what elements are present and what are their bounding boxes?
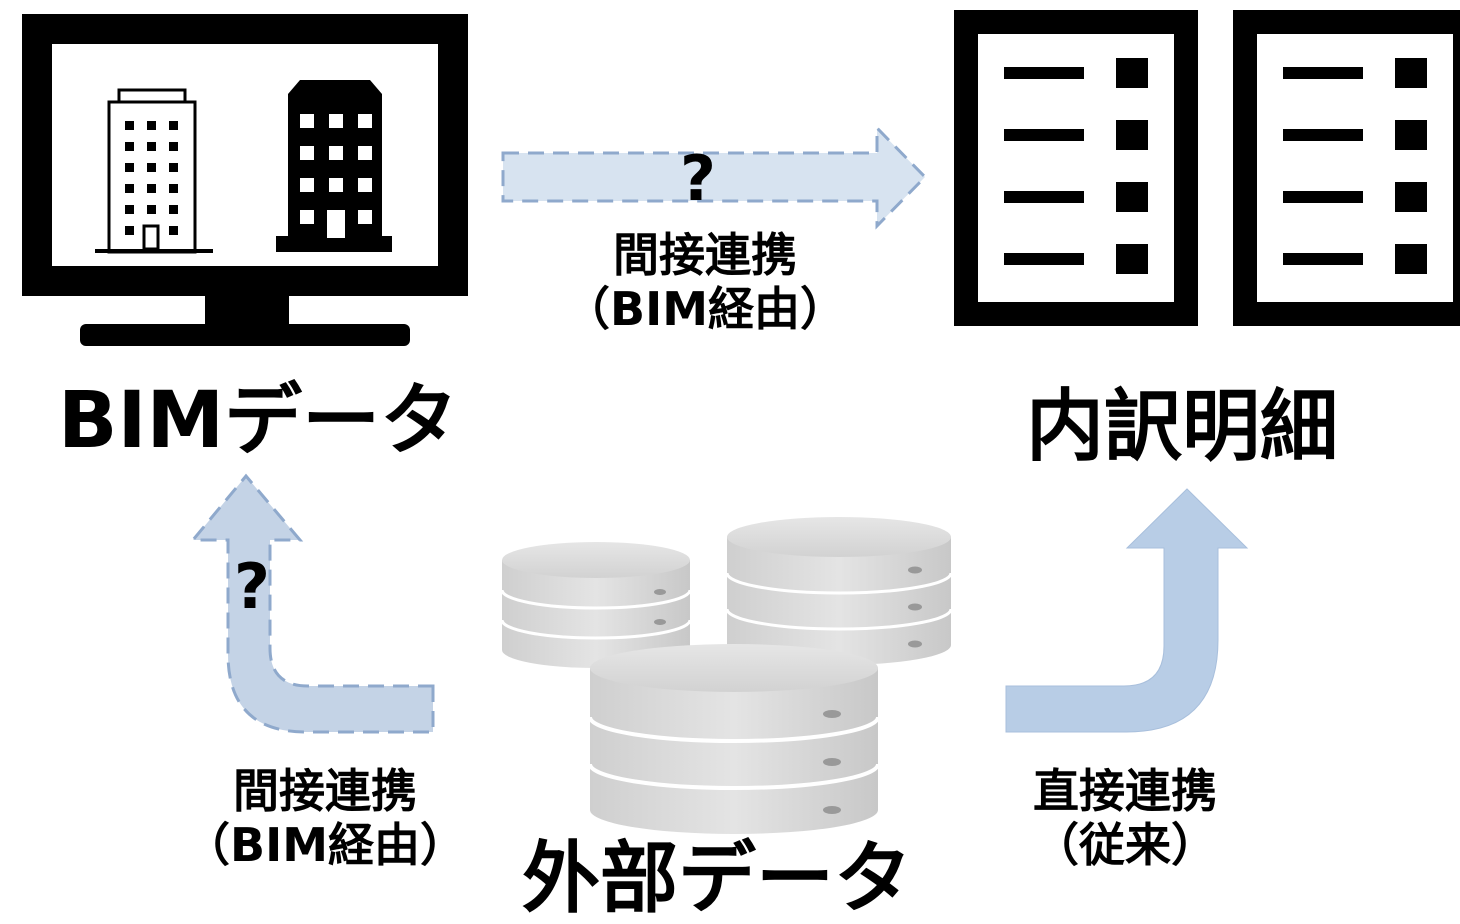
direct-link-label-line1: 直接連携: [1033, 764, 1217, 818]
indirect-arrow-left: [189, 473, 435, 734]
monitor-icon: [22, 14, 468, 346]
indirect-link-label-left-line2: （BIM経由）: [184, 818, 466, 873]
database-icon-medium: [725, 517, 953, 665]
breakdown-label: 内訳明細: [1026, 382, 1339, 472]
indirect-link-label-left-line1: 間接連携: [233, 764, 417, 818]
indirect-link-label-top-line1: 間接連携: [613, 228, 797, 282]
question-mark-top: ?: [680, 142, 716, 215]
document-list-icon-left: [954, 10, 1198, 326]
building-outline-icon: [95, 88, 213, 254]
database-icon-large: [588, 644, 880, 834]
indirect-link-label-top: 間接連携 （BIM経由）: [560, 228, 850, 337]
indirect-arrow-top: [501, 124, 928, 230]
building-filled-icon: [276, 80, 392, 252]
indirect-link-label-top-line2: （BIM経由）: [564, 282, 846, 337]
indirect-link-label-left: 間接連携 （BIM経由）: [180, 764, 470, 873]
document-list-icon-right: [1233, 10, 1460, 326]
question-mark-left: ?: [234, 550, 270, 623]
direct-arrow-right: [1005, 488, 1249, 733]
external-data-label: 外部データ: [522, 834, 913, 924]
direct-link-label-line2: （従来）: [1033, 818, 1217, 873]
direct-link-label: 直接連携 （従来）: [1000, 764, 1250, 873]
database-icon-small: [500, 542, 692, 668]
bim-data-label: BIMデータ: [58, 376, 459, 466]
